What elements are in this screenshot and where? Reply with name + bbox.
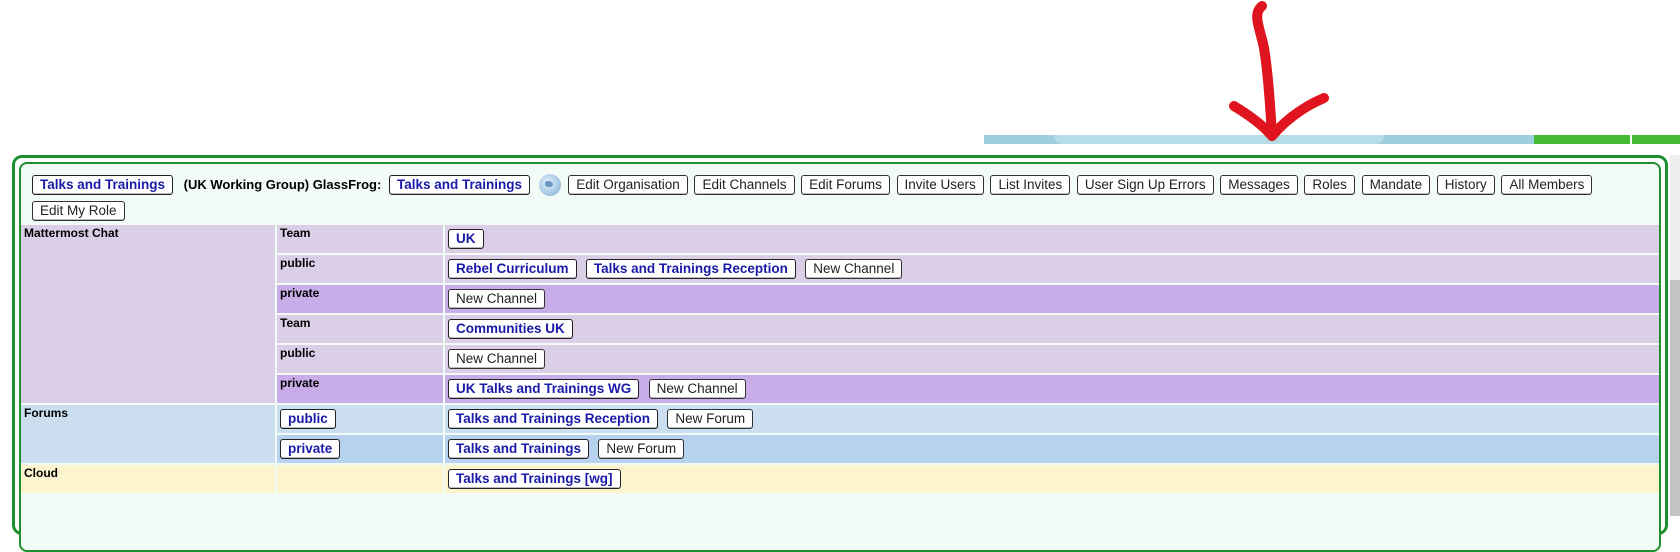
- edit-organisation-button[interactable]: Edit Organisation: [568, 174, 688, 195]
- forum-private-button[interactable]: private: [280, 439, 341, 460]
- private-channels: UK Talks and Trainings WG New Channel: [443, 375, 1659, 404]
- forum-talks-reception-button[interactable]: Talks and Trainings Reception: [448, 409, 659, 430]
- new-forum-button[interactable]: New Forum: [667, 409, 754, 430]
- cloud-sub-cell: [275, 465, 443, 494]
- history-button[interactable]: History: [1436, 174, 1495, 195]
- header-strip-highlight: [1054, 135, 1384, 144]
- team-communities-uk-button[interactable]: Communities UK: [448, 319, 573, 340]
- forum-private-cell: private: [275, 435, 443, 464]
- table-row: Team Communities UK: [21, 315, 1659, 344]
- roles-button[interactable]: Roles: [1304, 174, 1355, 195]
- team-values: UK: [443, 225, 1659, 254]
- public-label: public: [275, 255, 443, 284]
- messages-button[interactable]: Messages: [1220, 174, 1298, 195]
- table-row: public New Channel: [21, 345, 1659, 374]
- scrollbar-track[interactable]: [1670, 155, 1680, 280]
- team-label: Team: [275, 225, 443, 254]
- forum-talks-trainings-button[interactable]: Talks and Trainings: [448, 439, 590, 460]
- header-strip: [984, 135, 1680, 144]
- cloud-folder-button[interactable]: Talks and Trainings [wg]: [448, 469, 621, 490]
- team-values: Communities UK: [443, 315, 1659, 344]
- new-channel-button[interactable]: New Channel: [448, 349, 546, 370]
- new-channel-button[interactable]: New Channel: [805, 259, 903, 280]
- invite-users-button[interactable]: Invite Users: [896, 174, 984, 195]
- table-row: private UK Talks and Trainings WG New Ch…: [21, 375, 1659, 404]
- edit-my-role-button[interactable]: Edit My Role: [32, 200, 125, 221]
- channel-talks-reception-button[interactable]: Talks and Trainings Reception: [585, 259, 796, 280]
- team-uk-button[interactable]: UK: [448, 229, 484, 250]
- new-channel-button[interactable]: New Channel: [648, 379, 746, 400]
- edit-channels-button[interactable]: Edit Channels: [694, 174, 795, 195]
- organisation-panel: Talks and Trainings (UK Working Group) G…: [12, 155, 1668, 552]
- org-context-label: (UK Working Group) GlassFrog:: [183, 177, 382, 193]
- mandate-button[interactable]: Mandate: [1361, 174, 1431, 195]
- globe-icon[interactable]: [538, 173, 561, 196]
- header-strip-accent: [1534, 135, 1680, 144]
- section-label-mattermost: Mattermost Chat: [21, 225, 275, 404]
- all-members-button[interactable]: All Members: [1501, 174, 1593, 195]
- scrollbar-thumb[interactable]: [1670, 280, 1680, 516]
- table-row: public Rebel Curriculum Talks and Traini…: [21, 255, 1659, 284]
- team-label: Team: [275, 315, 443, 344]
- private-forums: Talks and Trainings New Forum: [443, 435, 1659, 464]
- public-label: public: [275, 345, 443, 374]
- glassfrog-link-button[interactable]: Talks and Trainings: [388, 174, 530, 195]
- cloud-folders: Talks and Trainings [wg]: [443, 465, 1659, 494]
- table-row: Forums public Talks and Trainings Recept…: [21, 405, 1659, 464]
- table-row: private Talks and Trainings New Forum: [21, 435, 1659, 464]
- section-label-forums: Forums: [21, 405, 275, 464]
- table-row: Mattermost Chat Team UK: [21, 225, 1659, 404]
- org-name-button[interactable]: Talks and Trainings: [32, 174, 174, 195]
- services-table: Mattermost Chat Team UK public Rebel Cur…: [21, 223, 1659, 495]
- channel-rebel-curriculum-button[interactable]: Rebel Curriculum: [448, 259, 577, 280]
- table-row: Cloud Talks and Trainings [wg]: [21, 465, 1659, 494]
- list-invites-button[interactable]: List Invites: [990, 174, 1071, 195]
- private-channels: New Channel: [443, 285, 1659, 314]
- forum-public-button[interactable]: public: [280, 409, 336, 430]
- table-row: private New Channel: [21, 285, 1659, 314]
- section-label-cloud: Cloud: [21, 465, 275, 494]
- private-label: private: [275, 375, 443, 404]
- channel-uk-talks-wg-button[interactable]: UK Talks and Trainings WG: [448, 379, 640, 400]
- public-channels: New Channel: [443, 345, 1659, 374]
- public-channels: Rebel Curriculum Talks and Trainings Rec…: [443, 255, 1659, 284]
- private-label: private: [275, 285, 443, 314]
- new-channel-button[interactable]: New Channel: [448, 289, 546, 310]
- public-forums: Talks and Trainings Reception New Forum: [443, 405, 1659, 434]
- forum-public-cell: public: [275, 405, 443, 434]
- org-toolbar: Talks and Trainings (UK Working Group) G…: [21, 164, 1659, 223]
- new-forum-button[interactable]: New Forum: [598, 439, 685, 460]
- red-arrow-annotation: [1229, 1, 1329, 141]
- organisation-panel-inner: Talks and Trainings (UK Working Group) G…: [19, 162, 1661, 552]
- user-sign-up-errors-button[interactable]: User Sign Up Errors: [1076, 174, 1214, 195]
- edit-forums-button[interactable]: Edit Forums: [801, 174, 890, 195]
